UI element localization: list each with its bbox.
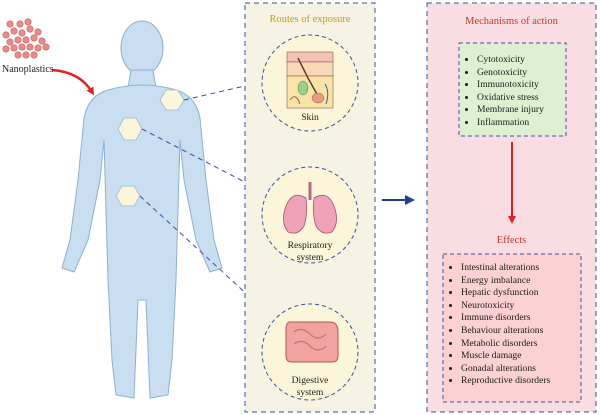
list-item: Gonadal alterations xyxy=(461,363,593,376)
effects-title: Effects xyxy=(496,235,527,246)
respiratory-label: Respiratory system xyxy=(270,240,350,263)
list-item: Membrane injury xyxy=(477,104,577,117)
list-item: Energy imbalance xyxy=(461,275,593,288)
mechanisms-box xyxy=(458,42,567,137)
chest-site-hexagon xyxy=(117,117,143,141)
nanoplastic-particles-icon xyxy=(2,18,50,59)
list-item: Behaviour alterations xyxy=(461,325,593,338)
mechanisms-title: Mechanisms of action xyxy=(465,16,558,27)
skin-route xyxy=(261,34,359,132)
list-item: Immune disorders xyxy=(461,312,593,325)
intestines-icon xyxy=(285,321,339,363)
routes-title: Routes of exposure xyxy=(269,14,351,25)
effects-list: Intestinal alterations Energy imbalance … xyxy=(447,262,593,388)
list-item: Reproductive disorders xyxy=(461,375,593,388)
respiratory-route xyxy=(261,166,359,264)
list-item: Muscle damage xyxy=(461,350,593,363)
list-item: Inflammation xyxy=(477,117,577,130)
mechanisms-list: Cytotoxicity Genotoxicity Immunotoxicity… xyxy=(463,54,577,130)
list-item: Intestinal alterations xyxy=(461,262,593,275)
human-body-silhouette xyxy=(61,20,223,399)
digestive-label-line-2: system xyxy=(296,386,324,398)
nanoplastics-label: Nanoplastics xyxy=(2,64,54,75)
respiratory-label-line-1: Respiratory xyxy=(287,240,333,251)
list-item: Hepatic dysfunction xyxy=(461,287,593,300)
list-item: Metabolic disorders xyxy=(461,338,593,351)
abdomen-site-hexagon xyxy=(115,185,141,207)
respiratory-label-line-2: system xyxy=(296,251,324,263)
list-item: Cytotoxicity xyxy=(477,54,577,67)
shoulder-site-hexagon xyxy=(159,89,185,111)
list-item: Immunotoxicity xyxy=(477,79,577,92)
digestive-label-line-1: Digestive xyxy=(291,375,329,386)
skin-label: Skin xyxy=(301,112,319,123)
lungs-icon xyxy=(283,182,337,234)
digestive-label: Digestive system xyxy=(270,375,350,398)
list-item: Genotoxicity xyxy=(477,67,577,80)
list-item: Neurotoxicity xyxy=(461,300,593,313)
exposure-arrow xyxy=(51,68,95,96)
effects-box xyxy=(442,253,582,403)
digestive-route xyxy=(261,303,359,401)
list-item: Oxidative stress xyxy=(477,92,577,105)
exposure-sites xyxy=(115,89,185,207)
skin-cross-section-icon xyxy=(286,51,334,109)
